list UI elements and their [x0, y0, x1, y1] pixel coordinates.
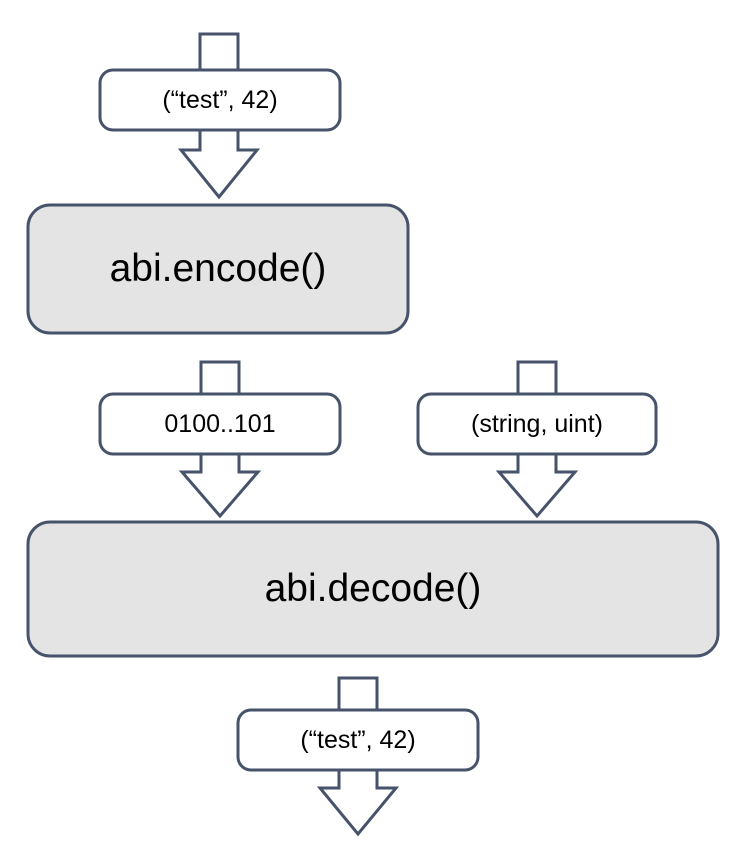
connector-arrow-type-to-decode [495, 454, 579, 519]
node-abi-encode[interactable] [26, 203, 410, 335]
connector-stub-decode-to-output [337, 676, 379, 710]
node-abi-decode[interactable] [26, 520, 720, 658]
connector-stub-into-encoded-bytes [199, 360, 241, 394]
node-encoded-bytes[interactable] [98, 392, 342, 456]
connector-arrow-encoded-to-decode [178, 454, 262, 519]
node-output-tuple[interactable] [236, 708, 480, 772]
connector-arrow-input-to-encode [177, 130, 261, 200]
connector-stub-into-type-tuple [516, 360, 558, 394]
connector-stub-into-input-tuple [198, 32, 240, 70]
node-input-tuple[interactable] [98, 68, 342, 132]
node-type-tuple[interactable] [416, 392, 658, 456]
connector-arrow-output-down [316, 770, 400, 837]
